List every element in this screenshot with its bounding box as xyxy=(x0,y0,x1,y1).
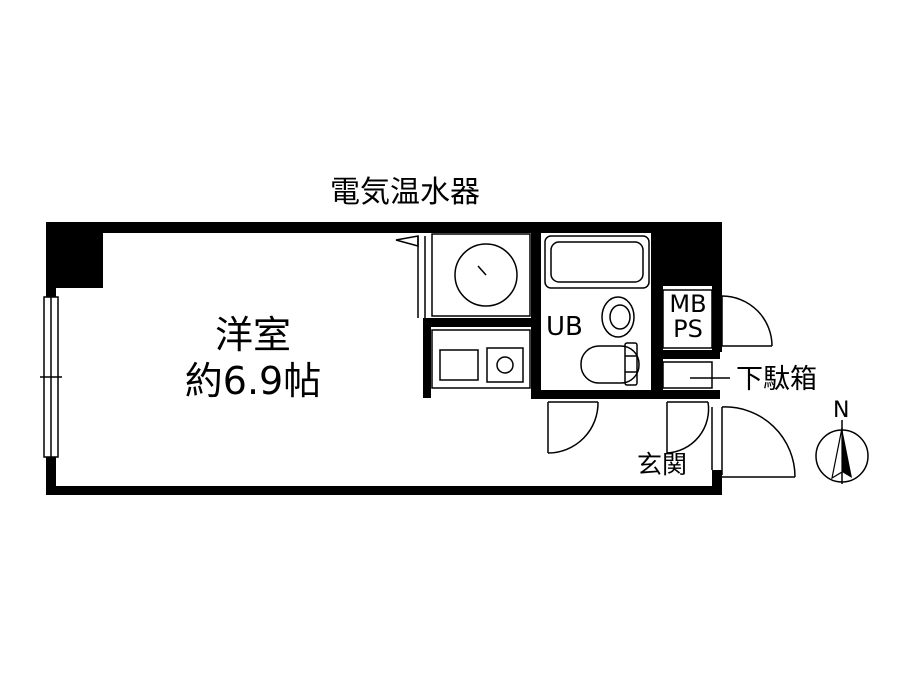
wall-shoebox-bottom xyxy=(657,390,720,399)
unit-bath xyxy=(544,235,650,386)
compass-needle-outline xyxy=(831,427,843,480)
pillar-right xyxy=(657,222,722,286)
label-unit-bath: UB xyxy=(546,312,583,342)
label-room-name: 洋室 xyxy=(214,313,291,357)
label-shoe-box: 下駄箱 xyxy=(736,364,817,395)
water-heater xyxy=(395,233,531,318)
window-left xyxy=(40,296,62,458)
compass-needle-icon xyxy=(842,428,852,478)
doors xyxy=(547,295,796,478)
label-entrance: 玄関 xyxy=(637,450,688,479)
mbps-box xyxy=(662,289,713,349)
wall-kitchen-top xyxy=(423,318,534,327)
wall-bath-bottom xyxy=(531,390,661,399)
label-mbps: MB PS xyxy=(666,290,710,344)
wall-kitchen-left xyxy=(423,318,431,398)
label-room-size: 約6.9帖 xyxy=(184,358,322,403)
wall-right-upper xyxy=(712,222,722,352)
label-room: 洋室 約6.9帖 xyxy=(168,313,338,404)
label-ps: PS xyxy=(673,315,703,344)
wall-mbps-bottom xyxy=(657,350,720,359)
compass xyxy=(815,420,869,484)
shoe-box xyxy=(662,361,730,389)
wall-bath-right xyxy=(651,222,661,398)
pillar-left xyxy=(46,222,103,288)
wall-right-lower xyxy=(712,470,722,495)
kitchen-counter xyxy=(431,329,531,389)
wall-bath-left xyxy=(531,222,541,398)
label-north: N xyxy=(833,398,850,423)
wall-mbps-left xyxy=(657,286,663,399)
walls xyxy=(46,222,722,495)
label-mb: MB xyxy=(669,290,707,318)
label-water-heater: 電気温水器 xyxy=(330,175,480,210)
wall-top xyxy=(46,222,721,233)
wall-bottom xyxy=(46,486,721,495)
